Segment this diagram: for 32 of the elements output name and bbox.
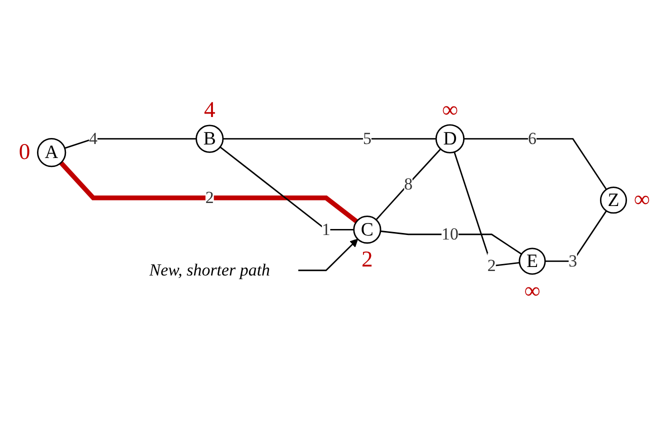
connector: [464, 138, 607, 190]
node-circle: [196, 124, 224, 152]
edge-label: 2: [205, 188, 214, 206]
distance-label: 4: [204, 96, 216, 122]
node-circle: [435, 124, 465, 153]
connector: [380, 230, 522, 254]
edge-label: 4: [88, 128, 98, 148]
connector: [454, 151, 520, 266]
node-circle: [36, 138, 66, 167]
node-circle: [600, 186, 628, 214]
edge-label: 3: [568, 250, 578, 270]
connector: [64, 138, 196, 148]
distance-label: 2: [362, 246, 373, 271]
arrow: [298, 238, 358, 271]
node-text: New, shorter path: [149, 260, 270, 279]
edge-label: 1: [322, 219, 330, 238]
distance-label: 0: [18, 138, 30, 164]
connector: [376, 148, 442, 220]
edge-label: 8: [404, 174, 413, 193]
connector: [220, 146, 354, 230]
connector: [545, 210, 607, 262]
node-circle: [518, 247, 546, 274]
edge-label: 5: [362, 128, 372, 148]
distance-label: ∞: [442, 96, 458, 122]
edge-label: 10: [442, 224, 458, 243]
distance-label: ∞: [524, 278, 540, 302]
distance-label: ∞: [634, 186, 650, 212]
connector: [223, 138, 436, 140]
connector: [59, 160, 358, 223]
edge-label: 6: [528, 128, 537, 148]
edge-label: 2: [487, 256, 496, 274]
node-circle: [353, 215, 382, 244]
